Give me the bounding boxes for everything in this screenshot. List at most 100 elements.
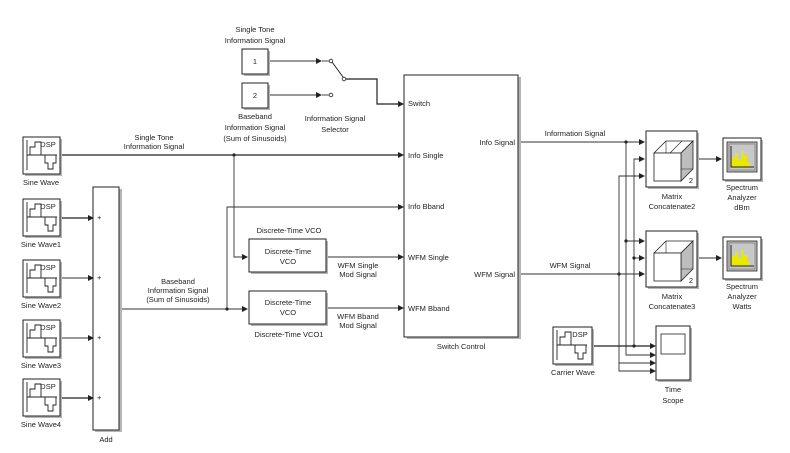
spectrum-analyzer-watts-block[interactable]: Spectrum Analyzer Watts <box>722 236 763 311</box>
block-label: Single Tone <box>235 25 274 34</box>
block-label: Concatenate3 <box>649 302 696 311</box>
block-label: Scope <box>662 396 683 405</box>
wire-wfm-to-concat2[interactable] <box>618 175 639 274</box>
sine-wave3-block[interactable]: DSP Sine Wave3 <box>21 319 62 370</box>
arrow-head <box>716 156 722 162</box>
block-label: Watts <box>733 302 752 311</box>
input-port-label: WFM Single <box>408 253 449 262</box>
constant-2-block[interactable]: 2 Baseband Information Signal (Sum of Si… <box>223 82 287 143</box>
input-port-label: WFM Bband <box>408 304 450 313</box>
sine-wave1-block[interactable]: DSP Sine Wave1 <box>21 198 62 249</box>
block-label: Carrier Wave <box>551 368 595 377</box>
information-signal-selector[interactable]: Information Signal Selector <box>305 58 366 134</box>
arrow-head <box>88 215 94 221</box>
output-port-label: WFM Signal <box>474 270 515 279</box>
signal-label-baseband-2: Information Signal <box>148 286 209 295</box>
block-label: Selector <box>321 125 349 134</box>
time-scope-block[interactable]: Time Scope <box>655 325 692 405</box>
wire-wfm-to-scope[interactable] <box>618 274 650 372</box>
output-port-label: Info Signal <box>480 138 516 147</box>
vco-text: VCO <box>280 308 296 317</box>
block-label: Spectrum <box>726 183 758 192</box>
signal-label-wfm-signal: WFM Signal <box>550 261 591 270</box>
block-label: Matrix <box>662 192 683 201</box>
switch-control-block[interactable]: Switch Info Single Info Bband WFM Single… <box>403 74 521 351</box>
dsp-text: DSP <box>572 330 587 339</box>
signal-lines <box>60 58 722 401</box>
concat-dim: 2 <box>689 176 693 185</box>
arrow-head <box>639 156 645 162</box>
sine-wave2-block[interactable]: DSP Sine Wave2 <box>21 259 62 310</box>
arrow-head <box>88 335 94 341</box>
arrow-head <box>242 306 248 312</box>
spectrum-icon <box>726 141 758 173</box>
spectrum-analyzer-dbm-block[interactable]: Spectrum Analyzer dBm <box>722 137 763 212</box>
vco-text: VCO <box>280 257 296 266</box>
block-label: Discrete-Time VCO <box>257 226 322 235</box>
signal-label-wfm-bband-1: WFM Bband <box>337 312 379 321</box>
arrow-head <box>650 352 656 358</box>
signal-label-wfm-bband-2: Mod Signal <box>339 321 377 330</box>
arrow-head <box>398 204 404 210</box>
signal-label-single-tone-2: Information Signal <box>124 142 185 151</box>
input-port-label: Switch <box>408 99 430 108</box>
constant-value: 1 <box>253 57 257 66</box>
arrow-head <box>88 395 94 401</box>
input-port-label: Info Bband <box>408 202 444 211</box>
block-label: (Sum of Sinusoids) <box>223 134 287 143</box>
signal-label-baseband-1: Baseband <box>161 277 195 286</box>
discrete-time-vco-block[interactable]: Discrete-Time VCO Discrete-Time VCO <box>248 226 328 274</box>
block-label: Information Signal <box>225 36 286 45</box>
arrow-head <box>716 255 722 261</box>
concat-icon <box>653 140 694 182</box>
signal-label-wfm-single-1: WFM Single <box>338 261 379 270</box>
block-label: dBm <box>734 203 749 212</box>
carrier-wave-block[interactable]: DSP Carrier Wave <box>551 326 595 377</box>
concat-icon <box>653 240 694 282</box>
matrix-concatenate3-block[interactable]: 2 Matrix Concatenate3 <box>645 230 699 311</box>
vco-text: Discrete-Time <box>265 247 311 256</box>
dsp-text: DSP <box>40 382 55 391</box>
wire-info-to-scope[interactable] <box>625 241 650 356</box>
block-label: Analyzer <box>727 193 757 202</box>
block-label: Sine Wave3 <box>21 361 61 370</box>
block-label: Discrete-Time VCO1 <box>255 330 324 339</box>
constant-value: 2 <box>253 91 257 100</box>
signal-labels: Single Tone Information Signal Baseband … <box>124 129 606 330</box>
arrow-head <box>639 271 645 277</box>
wire-selector-switch[interactable] <box>346 78 398 105</box>
matrix-concatenate2-block[interactable]: 2 Matrix Concatenate2 <box>645 130 699 211</box>
add-block[interactable]: + + + + Add <box>92 186 122 444</box>
wire-to-vco1[interactable] <box>233 155 242 258</box>
switch-contact <box>328 92 334 98</box>
block-label: Spectrum <box>726 282 758 291</box>
arrow-head <box>650 368 656 374</box>
arrow-head <box>639 139 645 145</box>
dsp-text: DSP <box>40 263 55 272</box>
add-port-sign: + <box>97 273 102 282</box>
spectrum-icon <box>726 240 758 272</box>
sine-wave4-block[interactable]: DSP Sine Wave4 <box>21 378 62 429</box>
block-label: Time <box>665 385 681 394</box>
block-label: Information Signal <box>225 123 286 132</box>
dsp-text: DSP <box>40 140 55 149</box>
input-port-label: Info Single <box>408 151 443 160</box>
arrow-head <box>242 254 248 260</box>
add-port-sign: + <box>97 393 102 402</box>
wire-carrier-to-concat2[interactable] <box>633 158 639 346</box>
arrow-head <box>398 254 404 260</box>
wire-to-info-bband[interactable] <box>226 206 398 309</box>
block-label: Switch Control <box>437 342 486 351</box>
block-label: Add <box>99 435 112 444</box>
block-label: Sine Wave4 <box>21 420 61 429</box>
sine-wave-block[interactable]: DSP Sine Wave <box>22 136 62 187</box>
arrow-head <box>398 101 404 107</box>
vco-text: Discrete-Time <box>265 298 311 307</box>
wire-info-to-concat3[interactable] <box>625 142 639 242</box>
block-label: Information Signal <box>305 114 366 123</box>
add-port-sign: + <box>97 333 102 342</box>
discrete-time-vco1-block[interactable]: Discrete-Time VCO Discrete-Time VCO1 <box>248 290 328 339</box>
switch-lever <box>331 61 344 78</box>
constant-1-block[interactable]: Single Tone Information Signal 1 <box>225 25 286 76</box>
